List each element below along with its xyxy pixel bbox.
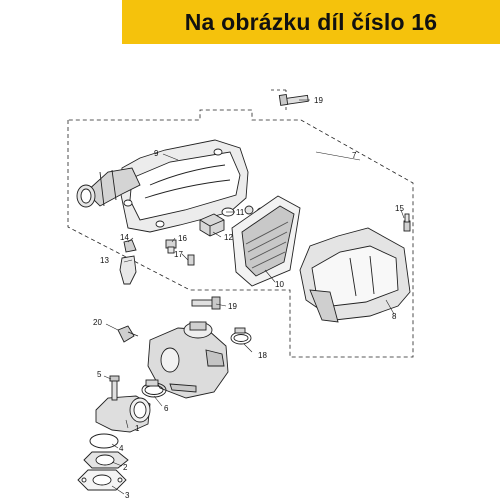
air-cleaner-case	[299, 227, 411, 323]
assembly-boundary	[67, 109, 414, 358]
callout-3: 3	[125, 491, 130, 500]
callout-9: 9	[154, 149, 159, 158]
title-banner: Na obrázku díl číslo 16	[122, 0, 500, 44]
drain-plug-13-14	[119, 239, 137, 285]
banner-title: Na obrázku díl číslo 16	[184, 8, 438, 35]
clip-20	[117, 325, 139, 343]
callout-4: 4	[119, 444, 124, 453]
carburetor	[147, 321, 229, 399]
callout-16: 16	[178, 234, 187, 243]
bolts-16-17	[165, 239, 195, 266]
callout-19-lower: 19	[228, 302, 237, 311]
callout-8: 8	[392, 312, 397, 321]
callout-1: 1	[135, 424, 140, 433]
callout-12: 12	[224, 233, 233, 242]
clamp-6	[141, 379, 167, 398]
screw-15	[403, 213, 411, 232]
callout-7: 7	[352, 151, 357, 160]
callout-14: 14	[120, 233, 129, 242]
bolt-19-lower	[191, 296, 221, 310]
intake-duct	[76, 167, 141, 208]
callout-10: 10	[275, 280, 284, 289]
clamp-18	[230, 327, 252, 345]
air-cleaner-cover	[119, 139, 249, 233]
gasket-3	[77, 469, 127, 491]
callout-11: 11	[236, 208, 245, 217]
callout-17: 17	[174, 250, 183, 259]
callout-15: 15	[395, 204, 404, 213]
callout-2: 2	[123, 463, 128, 472]
callout-18: 18	[258, 351, 267, 360]
callout-6: 6	[164, 404, 169, 413]
callout-19-top: 19	[314, 96, 323, 105]
leader-lines	[103, 99, 405, 495]
bolt-19-top	[278, 93, 309, 106]
air-filter-element	[231, 195, 301, 287]
callout-13: 13	[100, 256, 109, 265]
o-ring-4	[89, 433, 119, 449]
callout-labels: 19 9 7 11 15 12 14 16 17 13 10 19 8 20 1…	[93, 96, 404, 500]
carburetor-joint	[95, 375, 151, 433]
seal-block	[199, 213, 225, 237]
callout-20: 20	[93, 318, 102, 327]
callout-5: 5	[97, 370, 102, 379]
